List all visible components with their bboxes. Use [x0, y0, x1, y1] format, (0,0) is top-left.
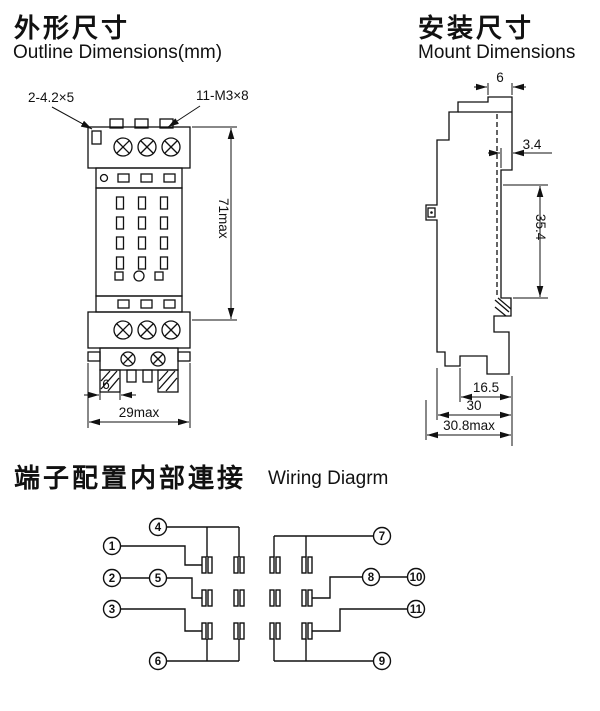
screw-terminals-top [113, 137, 181, 157]
center-hole [133, 270, 145, 282]
dim-label-d1: 16.5 [473, 380, 499, 395]
outline-dimensions [51, 105, 237, 428]
outline-title-en: Outline Dimensions(mm) [13, 42, 223, 63]
screw-terminals-bottom [113, 320, 181, 340]
dim-label-foot: 6 [102, 377, 110, 392]
pin-number-6: 6 [155, 656, 161, 668]
dim-label-height: 71max [216, 198, 231, 239]
contact-windows [115, 196, 169, 270]
wiring-contacts-left [201, 556, 245, 640]
dim-label-top: 6 [496, 70, 504, 85]
dim-label-screws: 11-M3×8 [196, 88, 249, 103]
pin-number-2: 2 [109, 573, 115, 585]
mount-dimensions [425, 83, 552, 446]
wiring-title-en: Wiring Diagrm [268, 468, 389, 489]
outline-title-zh: 外形尺寸 [14, 13, 131, 43]
dim-label-d2: 30 [466, 398, 481, 413]
outline-front-view [87, 118, 191, 393]
pin-number-8: 8 [368, 572, 375, 584]
pin-number-9: 9 [379, 656, 385, 668]
pin-number-10: 10 [410, 572, 423, 584]
mount-side-view [425, 96, 513, 375]
dim-label-width: 29max [119, 405, 160, 420]
pin-number-5: 5 [155, 573, 162, 585]
dim-label-step: 3.4 [523, 137, 542, 152]
pin-number-11: 11 [410, 604, 423, 616]
wiring-contacts-right [269, 556, 313, 640]
mount-title-zh: 安装尺寸 [418, 13, 535, 43]
pin-number-7: 7 [379, 531, 385, 543]
wiring-diagram [102, 517, 426, 671]
wiring-wires-right [273, 535, 408, 662]
pin-number-1: 1 [109, 541, 116, 553]
mounting-feet [99, 369, 179, 393]
pin-number-3: 3 [109, 604, 115, 616]
wiring-wires-left [120, 526, 240, 662]
dim-label-d3: 30.8max [443, 418, 495, 433]
pin-terminals [102, 517, 426, 671]
mounting-hole [91, 130, 102, 145]
wiring-title-zh: 端子配置内部連接 [14, 463, 247, 493]
dim-label-hole: 2-4.2×5 [28, 90, 74, 105]
mount-title-en: Mount Dimensions [418, 42, 576, 63]
dim-label-rail: 35.4 [533, 214, 548, 241]
pin-number-4: 4 [155, 522, 162, 534]
